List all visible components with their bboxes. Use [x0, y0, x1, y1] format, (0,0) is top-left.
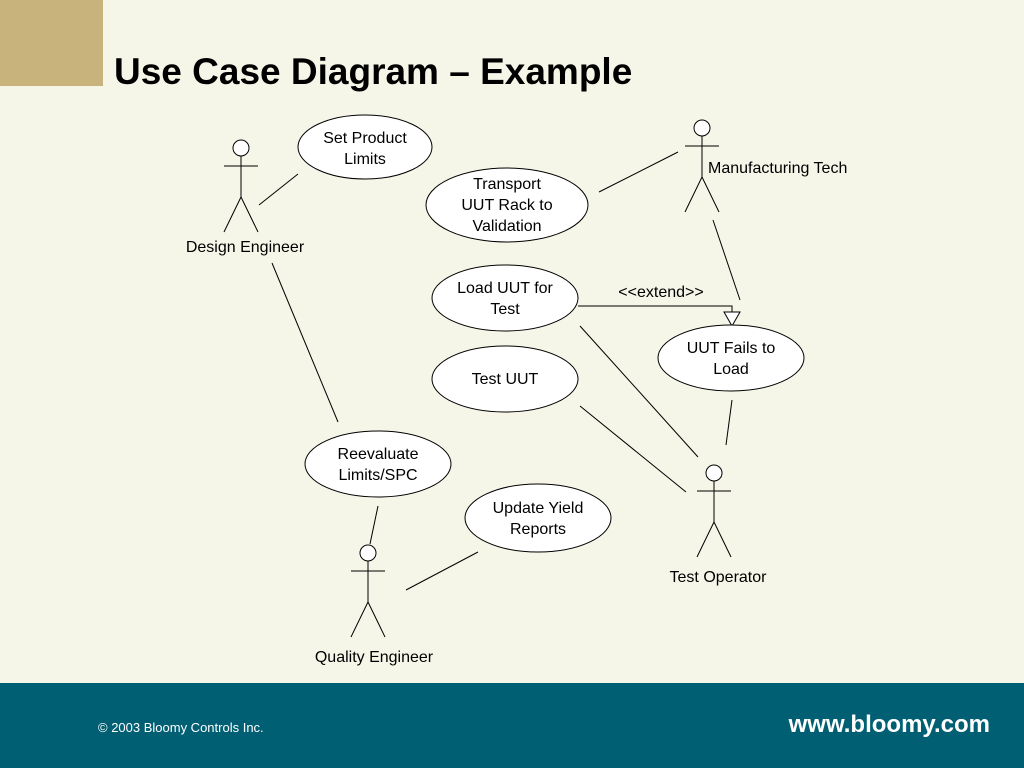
slide-title: Use Case Diagram – Example — [114, 51, 633, 92]
svg-text:Limits: Limits — [344, 151, 386, 168]
svg-text:Validation: Validation — [472, 218, 541, 235]
svg-text:Transport: Transport — [473, 176, 541, 193]
assoc-design-engineer-set-limits — [258, 173, 299, 206]
extend-label: <<extend>> — [618, 284, 703, 301]
use-case-diagram: <<extend>> Set Product Limits Transport … — [186, 114, 847, 666]
assoc-manufacturing-tech-transport — [598, 151, 679, 193]
assoc-quality-engineer-update-yield — [405, 551, 479, 591]
extend-arrow-line — [578, 305, 733, 312]
svg-text:Test UUT: Test UUT — [472, 371, 539, 388]
actor-label: Quality Engineer — [315, 649, 434, 666]
actor-label: Test Operator — [670, 569, 768, 586]
assoc-quality-engineer-reevaluate — [369, 505, 379, 545]
svg-text:Set Product: Set Product — [323, 130, 407, 147]
extend-arrowhead — [723, 311, 741, 328]
assoc-manufacturing-tech-uut-fails — [712, 219, 741, 301]
stick-figure-icon — [350, 544, 386, 638]
website-url: www.bloomy.com — [788, 711, 990, 738]
svg-text:UUT Fails to: UUT Fails to — [687, 340, 776, 357]
svg-text:Reports: Reports — [510, 521, 566, 538]
assoc-test-operator-uut-fails — [725, 399, 733, 446]
svg-text:Reevaluate: Reevaluate — [338, 446, 419, 463]
stick-figure-icon — [684, 119, 720, 213]
assoc-design-engineer-reevaluate — [271, 262, 339, 423]
svg-text:Test: Test — [490, 301, 520, 318]
svg-text:Update Yield: Update Yield — [493, 500, 584, 517]
svg-text:UUT Rack to: UUT Rack to — [461, 197, 552, 214]
use-case-update-yield-reports: Update Yield Reports — [464, 483, 612, 553]
use-case-uut-fails-to-load: UUT Fails to Load — [657, 324, 805, 392]
footer-bar: © 2003 Bloomy Controls Inc. www.bloomy.c… — [0, 683, 1024, 768]
use-case-test-uut: Test UUT — [431, 345, 579, 413]
assoc-test-operator-load-uut — [579, 325, 699, 458]
actor-quality-engineer: Quality Engineer — [315, 544, 434, 666]
svg-text:Load: Load — [713, 361, 749, 378]
use-case-set-product-limits: Set Product Limits — [297, 114, 433, 180]
actor-manufacturing-tech: Manufacturing Tech — [684, 119, 847, 213]
svg-text:Limits/SPC: Limits/SPC — [338, 467, 417, 484]
use-case-transport-uut-rack: Transport UUT Rack to Validation — [425, 167, 589, 243]
actor-test-operator: Test Operator — [670, 464, 768, 586]
copyright-text: © 2003 Bloomy Controls Inc. — [98, 720, 264, 735]
actor-label: Manufacturing Tech — [708, 160, 847, 177]
stick-figure-icon — [696, 464, 732, 558]
stick-figure-icon — [223, 139, 259, 233]
assoc-test-operator-test-uut — [579, 405, 687, 493]
use-case-load-uut-for-test: Load UUT for Test — [431, 264, 579, 332]
actor-design-engineer: Design Engineer — [186, 139, 305, 256]
use-case-reevaluate-limits: Reevaluate Limits/SPC — [304, 430, 452, 498]
corner-accent-block — [0, 0, 103, 86]
actor-label: Design Engineer — [186, 239, 305, 256]
svg-text:Load UUT for: Load UUT for — [457, 280, 553, 297]
